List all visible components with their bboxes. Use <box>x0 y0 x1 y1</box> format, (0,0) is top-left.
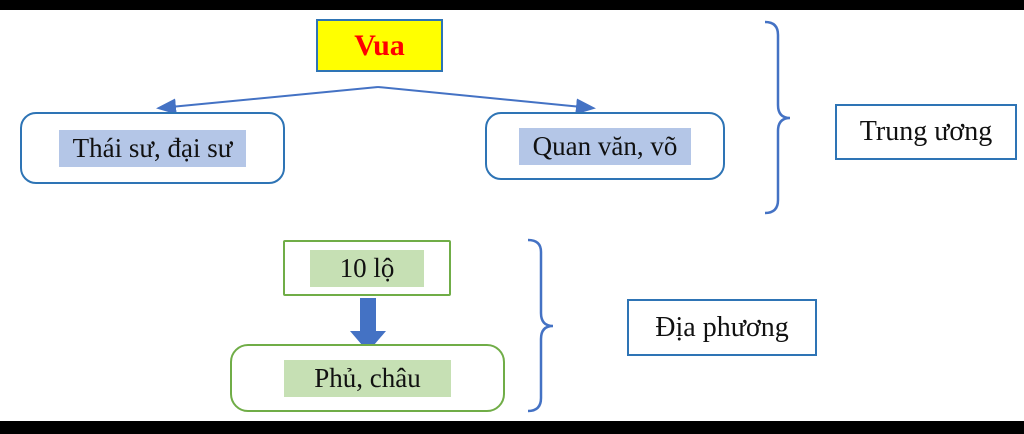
node-quan-van: Quan văn, võ <box>485 112 725 180</box>
group-label-trung-uong: Trung ương <box>835 104 1017 160</box>
group-label-dia-phuong-text: Địa phương <box>655 311 789 343</box>
node-phu-chau-label: Phủ, châu <box>284 359 451 397</box>
node-thai-su: Thái sư, đại sư <box>20 112 285 184</box>
node-thai-su-label: Thái sư, đại sư <box>58 129 247 167</box>
node-phu-chau: Phủ, châu <box>230 344 505 412</box>
group-label-dia-phuong: Địa phương <box>627 299 817 356</box>
node-10-lo: 10 lộ <box>283 240 451 296</box>
node-quan-van-label: Quan văn, võ <box>518 127 692 165</box>
node-vua-label: Vua <box>354 28 405 62</box>
diagram-background <box>0 10 1024 421</box>
node-vua: Vua <box>316 19 443 72</box>
node-10-lo-label: 10 lộ <box>309 249 425 287</box>
group-label-trung-uong-text: Trung ương <box>859 116 993 147</box>
